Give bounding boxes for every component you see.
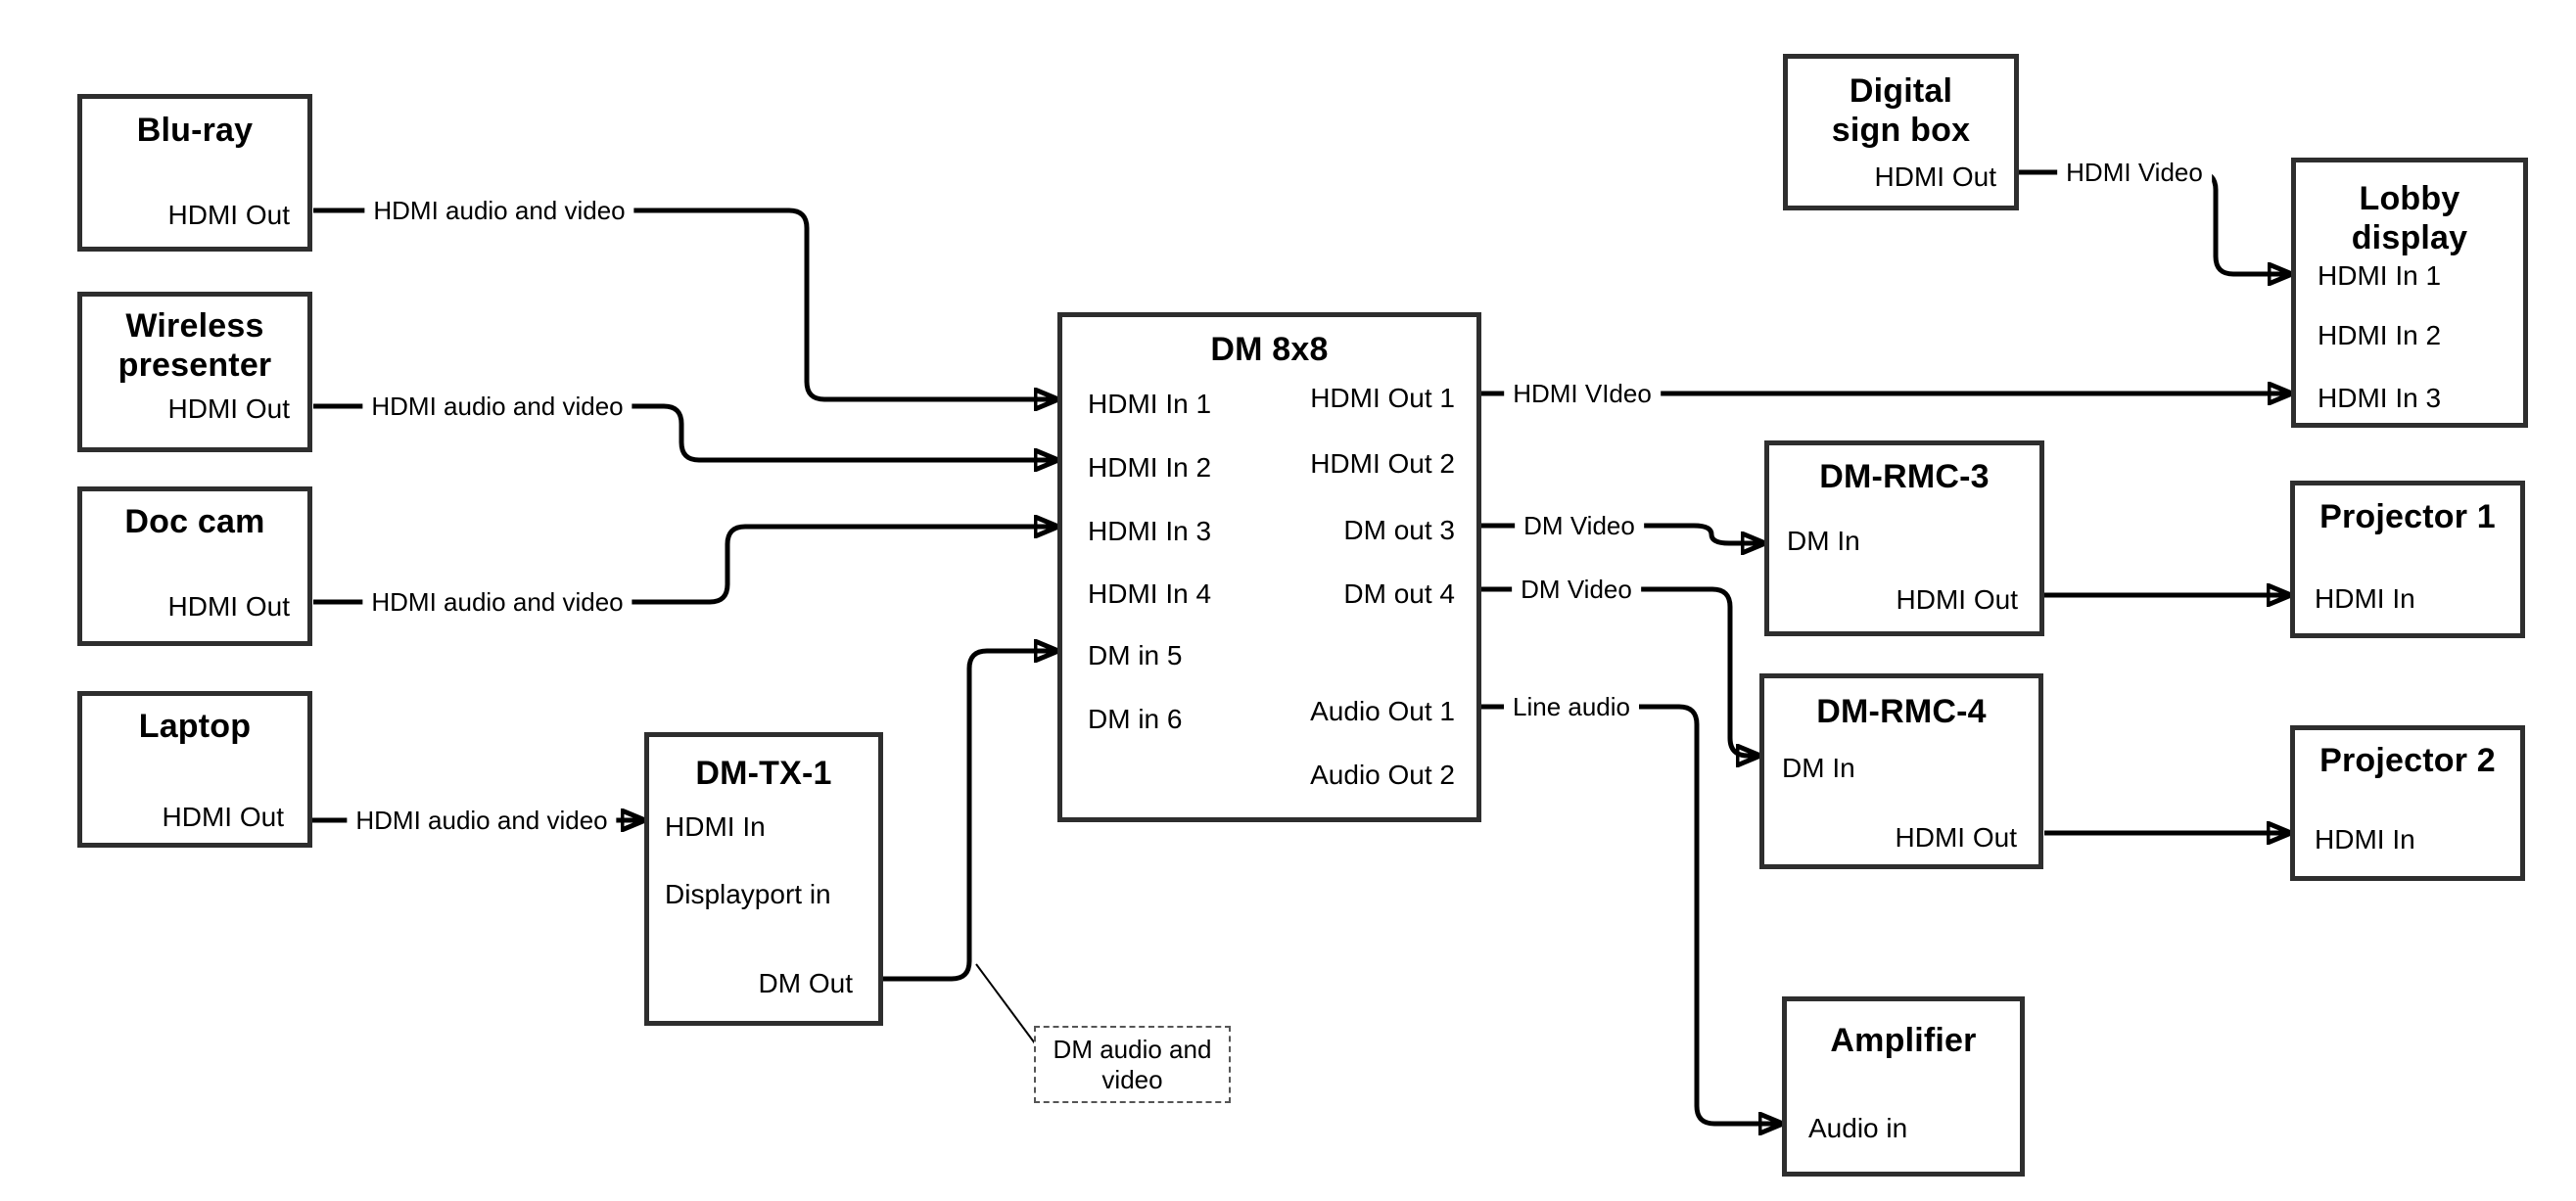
port-dmtx1-hdmi-in: HDMI In (665, 811, 766, 842)
port-bluray-hdmi-out: HDMI Out (167, 200, 290, 230)
box-projector-1-title: Projector 1 (2319, 498, 2496, 535)
port-wireless-hdmi-out: HDMI Out (167, 393, 290, 424)
box-laptop-title: Laptop (138, 708, 252, 745)
port-dm8x8-audio-out-2: Audio Out 2 (1310, 760, 1455, 790)
annotation-dm-audio-video-text: DM audio and video (1053, 1034, 1212, 1094)
port-dmrmc3-dm-in: DM In (1787, 526, 1860, 556)
port-dm8x8-dm-out-3: DM out 3 (1343, 515, 1455, 545)
box-bluray: Blu-ray HDMI Out (77, 94, 312, 252)
box-digital-sign-title: Digital sign box (1831, 72, 1971, 149)
port-dmtx1-dm-out: DM Out (758, 968, 853, 998)
box-laptop: Laptop HDMI Out (77, 691, 312, 848)
box-dm-8x8: DM 8x8 HDMI In 1 HDMI In 2 HDMI In 3 HDM… (1057, 312, 1481, 822)
box-dm-rmc-3-title: DM-RMC-3 (1819, 458, 1990, 495)
port-dm8x8-hdmi-in-4: HDMI In 4 (1088, 578, 1212, 609)
port-lobby-hdmi-in-2: HDMI In 2 (2318, 320, 2442, 350)
box-bluray-title: Blu-ray (136, 112, 254, 149)
port-dmtx1-displayport-in: Displayport in (665, 879, 831, 909)
box-dm-rmc-4: DM-RMC-4 DM In HDMI Out (1759, 673, 2043, 869)
edge-label-laptop: HDMI audio and video (347, 805, 617, 836)
port-lobby-hdmi-in-3: HDMI In 3 (2318, 383, 2442, 413)
port-lobby-hdmi-in-1: HDMI In 1 (2318, 260, 2442, 291)
port-dmrmc4-dm-in: DM In (1782, 753, 1855, 783)
edge-label-digisign-hdmi-video: HDMI Video (2057, 157, 2212, 188)
box-doc-cam: Doc cam HDMI Out (77, 486, 312, 646)
box-digital-sign: Digital sign box HDMI Out (1783, 54, 2019, 210)
edge-label-doccam: HDMI audio and video (362, 586, 632, 618)
port-digisign-hdmi-out: HDMI Out (1874, 162, 1996, 192)
port-proj1-hdmi-in: HDMI In (2315, 583, 2415, 614)
edge-doccam-to-dm8x8-in3 (313, 527, 1057, 605)
edge-label-line-audio: Line audio (1504, 691, 1639, 722)
box-dm-rmc-3: DM-RMC-3 DM In HDMI Out (1764, 440, 2044, 636)
box-wireless-presenter-title: Wireless presenter (117, 307, 272, 384)
port-dmrmc3-hdmi-out: HDMI Out (1896, 584, 2018, 615)
port-dm8x8-hdmi-in-3: HDMI In 3 (1088, 516, 1212, 546)
box-dm-tx-1-title: DM-TX-1 (695, 755, 832, 792)
box-amplifier-title: Amplifier (1830, 1022, 1977, 1059)
port-proj2-hdmi-in: HDMI In (2315, 824, 2415, 855)
port-dm8x8-hdmi-in-1: HDMI In 1 (1088, 389, 1212, 419)
port-amp-audio-in: Audio in (1808, 1113, 1908, 1143)
box-wireless-presenter: Wireless presenter HDMI Out (77, 292, 312, 452)
edge-dm8x8-out3-to-dmrmc3 (1481, 523, 1764, 543)
edge-label-bluray: HDMI audio and video (364, 195, 634, 226)
box-lobby-display: Lobby display HDMI In 1 HDMI In 2 HDMI I… (2291, 158, 2528, 428)
edge-label-dm-video-out3: DM Video (1515, 510, 1644, 541)
port-dm8x8-dm-in-6: DM in 6 (1088, 704, 1183, 734)
box-projector-2-title: Projector 2 (2319, 742, 2496, 779)
edge-wireless-to-dm8x8-in2 (313, 403, 1057, 460)
port-dm8x8-audio-out-1: Audio Out 1 (1310, 696, 1455, 726)
edge-label-dm-video-out4: DM Video (1512, 574, 1641, 605)
annotation-leader-line (975, 963, 1036, 1044)
box-dm-rmc-4-title: DM-RMC-4 (1816, 693, 1987, 730)
port-laptop-hdmi-out: HDMI Out (162, 802, 284, 832)
port-dm8x8-hdmi-out-1: HDMI Out 1 (1310, 383, 1455, 413)
port-dm8x8-dm-in-5: DM in 5 (1088, 640, 1183, 670)
box-doc-cam-title: Doc cam (124, 503, 265, 540)
box-dm-8x8-title: DM 8x8 (1210, 331, 1329, 368)
edge-dmtx1-to-dm8x8-in5 (883, 651, 1057, 982)
edge-dm8x8-audio1-to-amp (1481, 704, 1782, 1124)
edge-dm8x8-out4-to-dmrmc4 (1481, 586, 1759, 756)
box-projector-1: Projector 1 HDMI In (2290, 481, 2525, 638)
edge-label-hdmi-video-out1: HDMI VIdeo (1504, 378, 1661, 409)
edge-bluray-to-dm8x8-in1 (313, 208, 1057, 399)
box-lobby-display-title: Lobby display (2351, 180, 2468, 256)
port-dm8x8-hdmi-in-2: HDMI In 2 (1088, 452, 1212, 483)
box-projector-2: Projector 2 HDMI In (2290, 725, 2525, 881)
annotation-dm-audio-video: DM audio and video (1034, 1026, 1231, 1103)
port-dmrmc4-hdmi-out: HDMI Out (1895, 822, 2017, 853)
port-dm8x8-dm-out-4: DM out 4 (1343, 578, 1455, 609)
edge-label-wireless: HDMI audio and video (362, 391, 632, 422)
port-doccam-hdmi-out: HDMI Out (167, 591, 290, 622)
box-amplifier: Amplifier Audio in (1782, 996, 2025, 1177)
port-dm8x8-hdmi-out-2: HDMI Out 2 (1310, 448, 1455, 479)
box-dm-tx-1: DM-TX-1 HDMI In Displayport in DM Out (644, 732, 883, 1026)
